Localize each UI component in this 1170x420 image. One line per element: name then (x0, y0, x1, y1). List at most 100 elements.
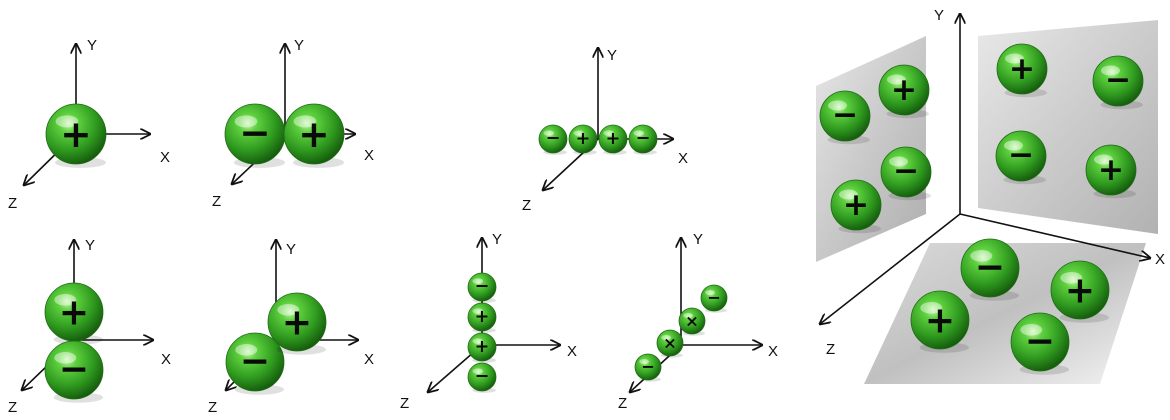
charge-sign-label: − (975, 245, 1005, 288)
z-axis-label: Z (522, 197, 531, 214)
y-axis-label: Y (492, 231, 502, 248)
charge-sphere (910, 290, 970, 350)
charge-highlight (705, 289, 716, 296)
charge-sign-label: + (891, 72, 917, 108)
charge-sign-label: − (239, 111, 270, 155)
negative-charge: − (467, 362, 497, 393)
charge-highlight (55, 115, 79, 128)
y-axis-label: Y (607, 47, 617, 64)
charge-highlight (661, 334, 672, 341)
charge-highlight (573, 130, 585, 136)
diagram-linear-quadrupole-diagonal: XYZ−××− (618, 231, 778, 412)
charge-sphere (880, 146, 932, 198)
x-axis-label: X (567, 343, 577, 360)
positive-charge: + (1050, 260, 1110, 323)
y-axis-label: Y (294, 37, 304, 54)
charge-sign-label: × (685, 312, 699, 331)
charge-sign-label: + (843, 187, 869, 223)
charge-sign-label: + (475, 337, 490, 357)
charge-sign-label: − (707, 288, 721, 307)
negative-charge: − (628, 124, 658, 155)
charge-sign-label: + (59, 291, 89, 334)
positive-charge: + (598, 124, 628, 155)
x-axis (959, 213, 1150, 258)
charge-sign-label: − (475, 276, 490, 296)
x-axis-label: X (678, 150, 688, 167)
negative-charge: − (467, 272, 497, 303)
negative-charge: − (960, 238, 1020, 301)
z-axis-label: Z (826, 341, 835, 358)
charge-highlight (472, 368, 484, 374)
charge-sphere (878, 64, 930, 116)
diagram-dipole-x: XYZ−+ (212, 37, 374, 210)
charge-sign-label: + (1009, 51, 1035, 87)
charge-highlight (1004, 140, 1023, 151)
charge-highlight (970, 250, 993, 262)
charge-sign-label: − (546, 128, 561, 148)
charge-highlight (54, 352, 77, 364)
charge-highlight (234, 115, 258, 128)
charge-highlight (235, 344, 258, 356)
diagram-dipole-diagonal: XYZ−+ (208, 240, 374, 416)
charge-highlight (889, 156, 908, 167)
y-axis-label: Y (934, 7, 944, 24)
charge-highlight (920, 302, 943, 314)
charge-sign-label: − (893, 153, 919, 189)
positive-charge: + (996, 43, 1048, 98)
charge-sphere (467, 362, 497, 392)
charge-highlight (639, 358, 650, 365)
positive-charge: + (467, 302, 497, 333)
charge-sphere (44, 340, 104, 400)
z-axis-label: Z (618, 395, 627, 412)
negative-charge: − (995, 130, 1047, 185)
charge-sphere (1050, 260, 1110, 320)
charge-sphere (960, 238, 1020, 298)
charge-highlight (1060, 272, 1083, 284)
diagram-planar-quadrupoles: YXZ+−−++−−+−++− (816, 7, 1165, 384)
charge-highlight (683, 312, 694, 319)
charge-sign-label: − (1105, 62, 1131, 98)
positive-charge: + (830, 179, 882, 234)
charge-sign-label: + (925, 299, 955, 342)
charge-sign-label: + (606, 129, 621, 149)
charge-sphere (45, 103, 107, 165)
charge-highlight (293, 115, 317, 128)
charge-sign-label: − (1025, 319, 1055, 362)
positive-charge: + (267, 292, 327, 355)
charge-sphere (538, 124, 568, 154)
z-axis-label: Z (400, 395, 409, 412)
positive-charge: + (878, 64, 930, 119)
z-axis-label: Z (8, 399, 17, 416)
charge-highlight (1094, 154, 1113, 165)
charge-sphere (628, 124, 658, 154)
charge-sign-label: − (636, 128, 651, 148)
charge-sphere (467, 332, 497, 362)
diagram-linear-quadrupole-y: X Y Z − + + − (400, 231, 577, 412)
positive-charge: + (45, 103, 107, 168)
charge-sign-label: − (240, 339, 270, 382)
charge-sign-label: × (663, 334, 677, 353)
charge-highlight (543, 130, 555, 136)
y-axis-label: Y (693, 231, 703, 248)
charge-sphere (568, 124, 598, 154)
z-axis-label: Z (212, 193, 221, 210)
y-axis-label: Y (85, 237, 95, 254)
positive-charge: + (568, 124, 598, 155)
charge-highlight (1005, 53, 1024, 64)
x-axis-label: X (768, 343, 778, 360)
charge-sign-label: − (475, 366, 490, 386)
charge-sphere (267, 292, 327, 352)
negative-charge: − (225, 332, 285, 395)
charge-highlight (472, 308, 484, 314)
charge-highlight (887, 74, 906, 85)
charge-highlight (839, 189, 858, 200)
charge-sign-label: + (1098, 152, 1124, 188)
charge-sign-label: + (282, 301, 312, 344)
cross-charge: × (678, 307, 706, 336)
negative-charge: − (44, 340, 104, 403)
charge-sphere (995, 130, 1047, 182)
charge-sphere (467, 272, 497, 302)
positive-charge: + (910, 290, 970, 353)
x-axis-label: X (1155, 251, 1165, 268)
charge-sign-label: + (576, 129, 591, 149)
